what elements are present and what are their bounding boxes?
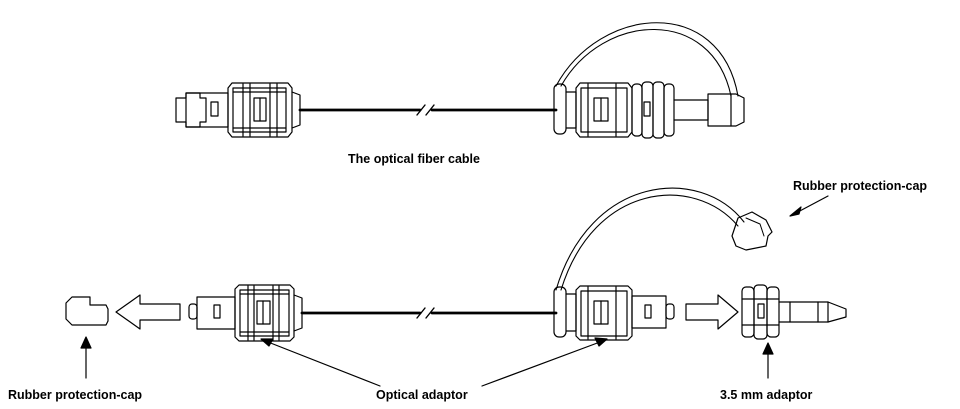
label-cable-title: The optical fiber cable bbox=[348, 152, 480, 166]
top-right-connector bbox=[553, 81, 745, 139]
label-mini-adaptor: 3.5 mm adaptor bbox=[720, 388, 813, 402]
top-break-mark bbox=[416, 104, 426, 116]
bottom-break-mark bbox=[416, 307, 426, 319]
bottom-cable-assembly bbox=[65, 187, 847, 387]
bottom-right-optical-adaptor bbox=[553, 285, 675, 341]
top-rubber-cap bbox=[731, 211, 773, 251]
bottom-tether bbox=[555, 187, 745, 291]
right-hollow-arrow bbox=[685, 294, 739, 330]
label-rubber-cap-top: Rubber protection-cap bbox=[793, 179, 928, 193]
top-tether-loop bbox=[555, 22, 739, 97]
pointer-arrows bbox=[80, 195, 829, 387]
mini-adaptor bbox=[741, 284, 847, 340]
bottom-left-optical-plug bbox=[188, 284, 303, 342]
top-cable-assembly bbox=[175, 22, 745, 139]
label-rubber-cap-left: Rubber protection-cap bbox=[8, 388, 143, 402]
left-rubber-cap bbox=[65, 296, 109, 326]
label-optical-adaptor: Optical adaptor bbox=[376, 388, 468, 402]
left-hollow-arrow bbox=[115, 294, 181, 330]
top-left-optical-plug bbox=[175, 82, 301, 138]
